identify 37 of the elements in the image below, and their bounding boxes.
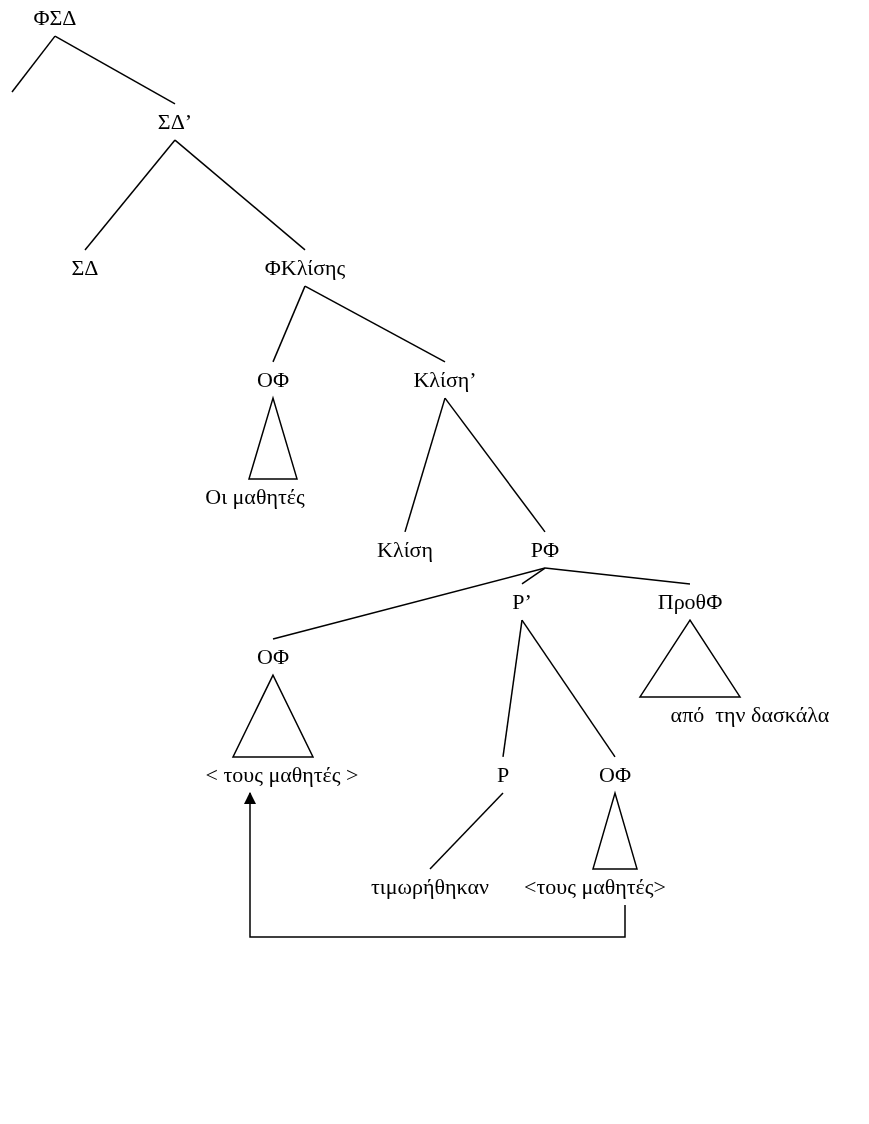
node-label: Ρ (496, 761, 510, 787)
branch-line (502, 619, 523, 758)
roof-triangle (248, 395, 298, 480)
branch-line (11, 35, 56, 93)
node-label: < τους μαθητές > (205, 761, 359, 787)
branch-line (444, 397, 546, 533)
branch-line (521, 619, 616, 758)
node-label: ΟΦ (257, 643, 289, 669)
node-label: ΦΣΔ (33, 4, 77, 30)
node-label: Κλίση (377, 536, 433, 562)
node-label: Οι μαθητές (205, 483, 305, 509)
node-label: ΦΚλίσης (264, 254, 346, 280)
branch-line (174, 139, 306, 251)
branch-line (272, 285, 306, 363)
movement-arrow (244, 791, 626, 938)
branch-line (404, 397, 446, 533)
node-label: ΡΦ (530, 536, 560, 562)
branch-line (272, 567, 546, 640)
branch-line (521, 567, 546, 585)
roof-triangle (592, 790, 638, 870)
node-label: από την δασκάλα (670, 701, 830, 727)
node-label: τιμωρήθηκαν (371, 873, 489, 899)
node-label: Ρ’ (512, 588, 532, 614)
node-label: ΟΦ (599, 761, 631, 787)
branch-line (84, 139, 176, 251)
node-label: <τους μαθητές> (524, 873, 666, 899)
branch-line (304, 285, 446, 363)
node-label: ΟΦ (257, 366, 289, 392)
roof-triangle (231, 673, 315, 758)
node-label: Κλίση’ (413, 366, 477, 392)
branch-line (544, 567, 691, 585)
node-label: ΣΔ’ (157, 108, 193, 134)
branch-line (429, 792, 504, 870)
branch-line (54, 35, 176, 105)
node-label: ΠροθΦ (657, 588, 723, 614)
node-label: ΣΔ (71, 254, 99, 280)
roof-triangle (638, 618, 742, 698)
